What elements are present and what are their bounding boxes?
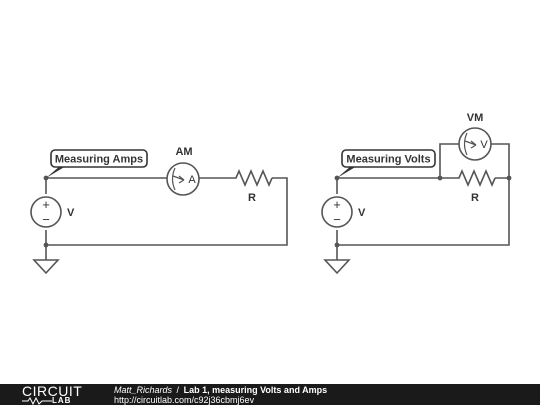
wire-resistor-to-right	[45, 177, 288, 246]
wire-resistor-to-right	[336, 177, 510, 246]
wire-top-left	[45, 177, 167, 194]
tag-box	[50, 149, 148, 168]
meter-arc	[463, 132, 468, 156]
meter-needle	[172, 175, 185, 184]
tag-box	[341, 149, 436, 168]
meter-symbol: V	[480, 139, 488, 151]
wire-voltmeter-right	[491, 143, 510, 178]
meter-needle	[464, 140, 477, 149]
node-dot	[437, 175, 443, 181]
footer-bar: CIRCUIT LAB Matt_Richards / Lab 1, measu…	[0, 384, 540, 405]
resistor-label: R	[471, 192, 479, 204]
tag-pointer	[46, 166, 66, 178]
circuit-measuring-amps: Measuring Amps + − V A AM R	[30, 146, 288, 275]
source-circle	[30, 196, 62, 228]
tag-pointer	[337, 166, 357, 178]
circuitlab-logo[interactable]: CIRCUIT LAB	[22, 384, 94, 405]
logo-bottom-text: LAB	[52, 396, 72, 405]
resistor[interactable]	[233, 168, 273, 188]
source-label: V	[358, 207, 366, 219]
tag-text: Measuring Amps	[55, 154, 143, 166]
source-plus: +	[333, 197, 341, 212]
author-link[interactable]: Matt_Richards	[114, 385, 173, 395]
resistor[interactable]	[456, 168, 496, 188]
logo-resistor-icon	[22, 397, 52, 405]
voltmeter[interactable]: V	[458, 127, 492, 161]
source-circle	[321, 196, 353, 228]
wire-top-left	[336, 177, 456, 194]
ammeter[interactable]: A	[166, 162, 200, 196]
meter-symbol: A	[188, 174, 196, 186]
voltage-source[interactable]: + −	[30, 196, 62, 228]
schematic-canvas: Measuring Amps + − V A AM R	[30, 112, 512, 275]
ammeter-label: AM	[175, 146, 192, 158]
source-plus: +	[42, 197, 50, 212]
tag-text: Measuring Volts	[346, 154, 430, 166]
ground-symbol[interactable]	[323, 259, 351, 275]
voltmeter-label: VM	[467, 112, 484, 124]
net-label-measuring-volts[interactable]: Measuring Volts	[337, 149, 436, 178]
footer-meta: Matt_Richards / Lab 1, measuring Volts a…	[114, 385, 327, 405]
node-dot	[506, 175, 512, 181]
footer-separator: /	[176, 385, 180, 395]
logo-top-text: CIRCUIT	[22, 383, 83, 399]
ground-symbol[interactable]	[32, 259, 60, 275]
circuit-measuring-volts: Measuring Volts + − V V VM R	[321, 112, 512, 275]
source-minus: −	[42, 212, 50, 227]
wire-voltmeter-left	[439, 143, 459, 178]
node-dot	[43, 242, 49, 248]
meter-arc	[171, 167, 176, 191]
circuit-title: Lab 1, measuring Volts and Amps	[183, 385, 328, 395]
source-label: V	[67, 207, 75, 219]
resistor-label: R	[248, 192, 256, 204]
net-label-measuring-amps[interactable]: Measuring Amps	[46, 149, 148, 178]
circuit-url[interactable]: http://circuitlab.com/c92j36cbmj6ev	[114, 395, 255, 405]
source-minus: −	[333, 212, 341, 227]
voltage-source[interactable]: + −	[321, 196, 353, 228]
node-dot	[334, 242, 340, 248]
